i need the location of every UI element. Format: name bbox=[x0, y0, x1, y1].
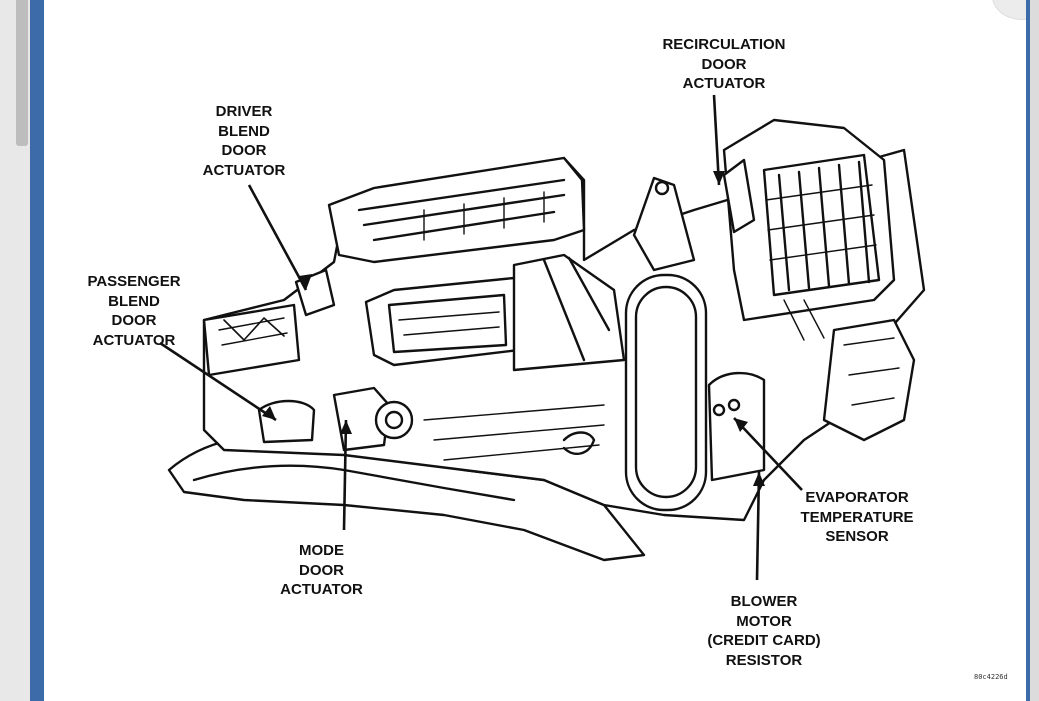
label-driver-blend-door-actuator: DRIVER BLEND DOOR ACTUATOR bbox=[202, 103, 286, 179]
label-passenger-blend-door-actuator: PASSENGER BLEND DOOR ACTUATOR bbox=[87, 273, 181, 349]
label-recirculation-door-actuator: RECIRCULATION DOOR ACTUATOR bbox=[662, 36, 786, 92]
label-evaporator-temperature-sensor: EVAPORATOR TEMPERATURE SENSOR bbox=[800, 489, 914, 545]
right-edge bbox=[1030, 0, 1039, 701]
label-mode-door-actuator: MODE DOOR ACTUATOR bbox=[280, 542, 363, 598]
figure-code: 80c4226d bbox=[974, 673, 1008, 681]
scrollbar-thumb[interactable] bbox=[16, 0, 28, 146]
label-blower-motor-resistor: BLOWER MOTOR (CREDIT CARD) RESISTOR bbox=[707, 593, 821, 669]
scroll-track[interactable] bbox=[0, 0, 30, 701]
hvac-housing-drawing bbox=[159, 94, 926, 581]
diagram-page: RECIRCULATION DOOR ACTUATOR DRIVER BLEND… bbox=[44, 0, 1026, 701]
